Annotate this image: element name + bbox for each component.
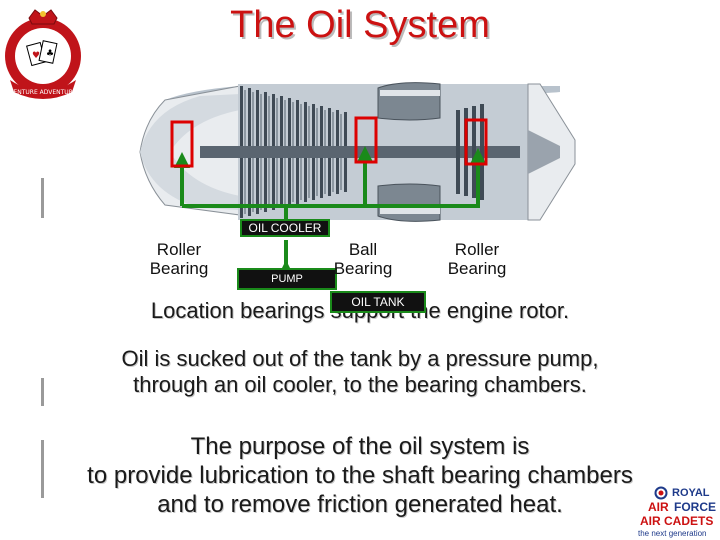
- bearing-boxes: [170, 116, 488, 168]
- roller-bearing-front-box: [170, 120, 194, 168]
- logo-cadets: AIR CADETS: [640, 514, 714, 528]
- roundel-icon: [654, 486, 668, 500]
- roller-bearing-rear-label: Roller Bearing: [447, 240, 507, 278]
- left-rule-top: [41, 178, 44, 218]
- engine-casing: [139, 82, 576, 222]
- logo-air: AIR: [648, 500, 669, 514]
- oil-path-text: Oil is sucked out of the tank by a press…: [121, 346, 599, 397]
- logo-royal: ROYAL: [672, 487, 710, 499]
- squadron-crest-icon: ♥ ♣ VENTURE ADVENTURE: [5, 9, 81, 99]
- crest-motto: VENTURE ADVENTURE: [9, 89, 77, 96]
- svg-text:♣: ♣: [46, 49, 54, 59]
- logo-tagline: the next generation: [638, 529, 707, 538]
- oil-tank-label: OIL TANK: [330, 291, 426, 313]
- oil-pipes: [180, 158, 480, 268]
- left-rule-bottom: [41, 440, 44, 498]
- purpose-text: The purpose of the oil system is to prov…: [87, 433, 633, 518]
- left-rule-mid: [41, 378, 44, 406]
- roller-bearing-front-label: Roller Bearing: [149, 240, 209, 278]
- jet-engine-diagram: [139, 82, 576, 276]
- oil-cooler-label: OIL COOLER: [240, 219, 330, 237]
- ball-bearing-label: Ball Bearing: [333, 240, 393, 278]
- roller-bearing-rear-box: [464, 118, 488, 166]
- logo-force: FORCE: [674, 500, 716, 514]
- page-title: The Oil System: [230, 4, 490, 46]
- pump-label: PUMP: [237, 268, 337, 290]
- raf-air-cadets-logo: ROYAL AIR FORCE AIR CADETS the next gene…: [630, 484, 718, 540]
- ball-bearing-box: [354, 116, 378, 164]
- svg-text:♥: ♥: [32, 51, 40, 61]
